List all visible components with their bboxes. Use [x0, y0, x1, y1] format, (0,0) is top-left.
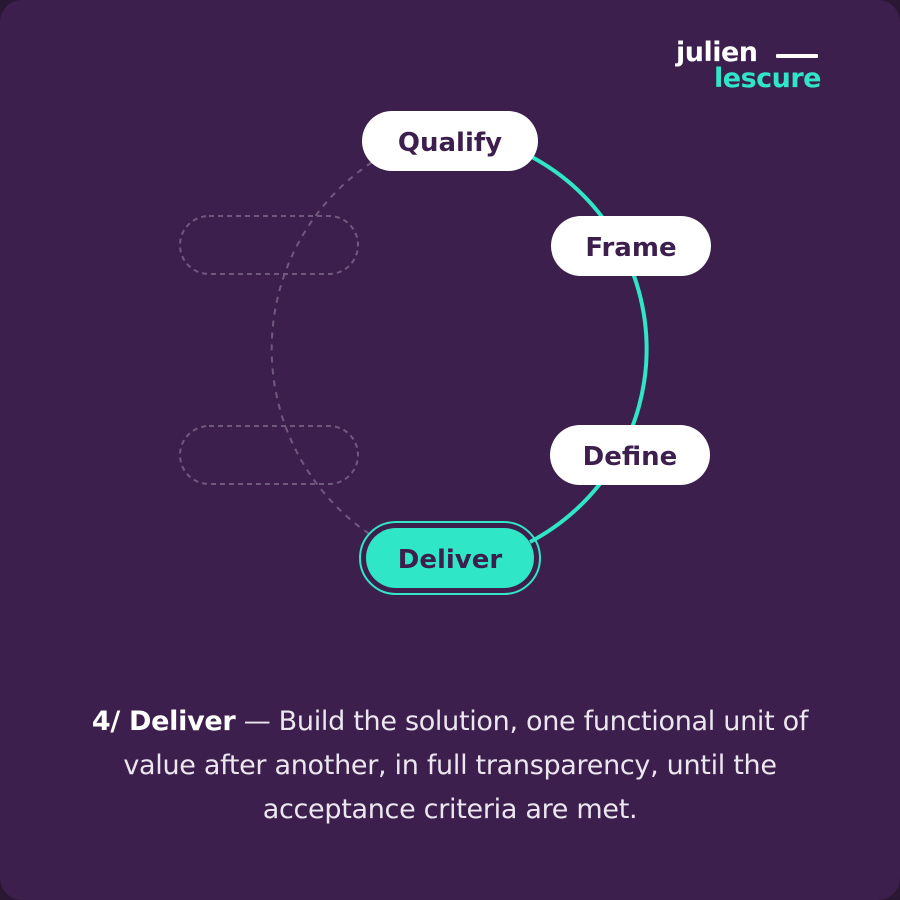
step-qualify[interactable]: Qualify	[362, 111, 538, 171]
brand-logo: julien lescure	[676, 37, 822, 94]
step-deliver-label: Deliver	[398, 545, 503, 575]
logo-line-2: lescure	[714, 63, 822, 94]
logo-dash	[776, 54, 818, 58]
placeholder-step-1	[179, 215, 359, 275]
step-frame-label: Frame	[585, 233, 676, 263]
step-description: 4/ Deliver — Build the solution, one fun…	[60, 700, 840, 832]
step-description-lead: 4/ Deliver	[91, 706, 236, 737]
placeholder-step-2	[179, 425, 359, 485]
step-define-label: Define	[583, 442, 678, 472]
step-deliver[interactable]: Deliver	[359, 521, 541, 595]
step-frame[interactable]: Frame	[551, 216, 711, 276]
step-qualify-label: Qualify	[398, 128, 502, 158]
step-description-text: — Build the solution, one functional uni…	[123, 706, 809, 825]
step-define[interactable]: Define	[550, 425, 710, 485]
cycle-path-pending	[270, 155, 383, 543]
cycle-path-completed	[529, 154, 649, 544]
logo-line-1: julien	[676, 37, 758, 68]
